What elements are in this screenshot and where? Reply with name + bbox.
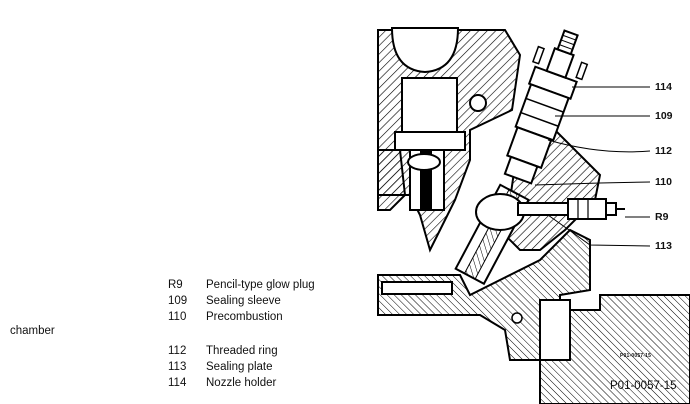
callout-112: 112 bbox=[655, 145, 672, 157]
legend-code: 113 bbox=[168, 361, 187, 373]
legend-wrapped-word: chamber bbox=[10, 325, 55, 337]
figure-reference: P01-0057-15 bbox=[610, 380, 677, 392]
legend-code: 110 bbox=[168, 311, 187, 323]
callout-114: 114 bbox=[655, 81, 672, 93]
figure-reference-small: P01-0057-15 bbox=[620, 353, 652, 359]
legend-text: Sealing plate bbox=[206, 361, 273, 373]
tappet bbox=[401, 77, 458, 134]
legend-code: R9 bbox=[168, 279, 183, 291]
legend-text: Precombustion bbox=[206, 311, 283, 323]
callout-r9: R9 bbox=[655, 211, 669, 223]
legend-code: 114 bbox=[168, 377, 187, 389]
chamber-bulb bbox=[475, 193, 525, 231]
legend-code: 109 bbox=[168, 295, 188, 307]
legend-code: 112 bbox=[168, 345, 187, 357]
legend-text: Pencil-type glow plug bbox=[206, 279, 315, 291]
callout-109: 109 bbox=[655, 110, 673, 122]
glow-plug bbox=[517, 198, 625, 220]
lower-head-block bbox=[377, 228, 690, 404]
nozzle-holder bbox=[503, 29, 589, 185]
legend-text: Sealing sleeve bbox=[206, 295, 281, 307]
legend-text: Nozzle holder bbox=[206, 377, 277, 389]
legend-text: Threaded ring bbox=[206, 345, 278, 357]
callout-113: 113 bbox=[655, 240, 672, 252]
callout-110: 110 bbox=[655, 176, 672, 188]
leader-lines bbox=[534, 86, 651, 247]
valve-cup bbox=[390, 27, 460, 74]
